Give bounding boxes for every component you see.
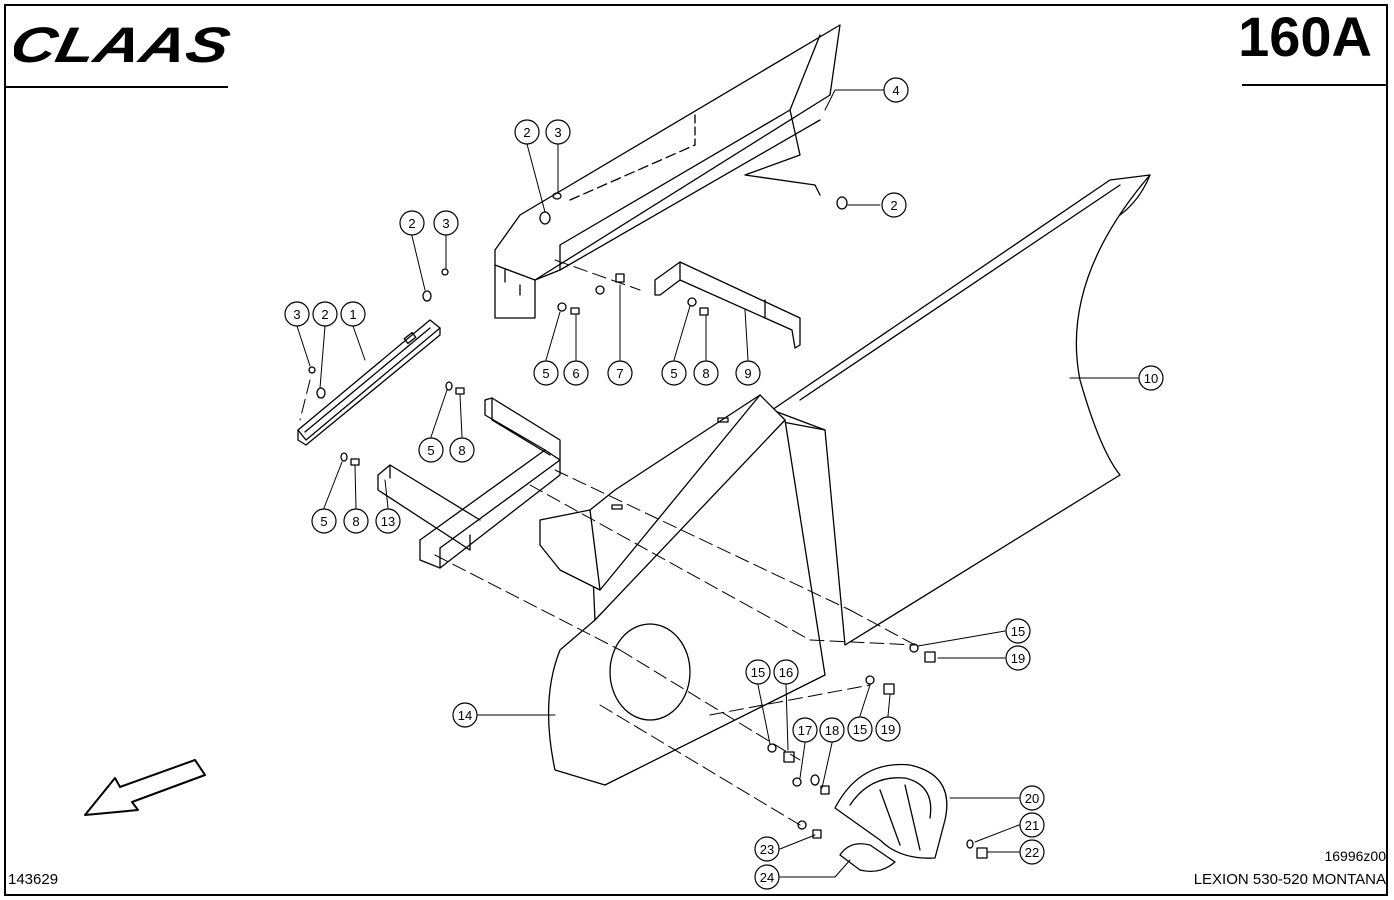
callout-3: 3 (284, 301, 310, 327)
callout-22: 22 (1019, 839, 1045, 865)
brand-logo: CLAAS (5, 17, 236, 73)
callout-8: 8 (449, 437, 475, 463)
svg-text:21: 21 (1025, 818, 1039, 833)
assembly-dashed-lines (299, 259, 916, 826)
svg-text:7: 7 (616, 366, 623, 381)
part-fan-housing-14 (539, 394, 826, 786)
svg-text:2: 2 (321, 307, 328, 322)
callout-4: 4 (883, 77, 909, 103)
svg-text:10: 10 (1144, 371, 1158, 386)
callout-15: 15 (847, 716, 873, 742)
callout-6: 6 (563, 360, 589, 386)
svg-text:15: 15 (1011, 624, 1025, 639)
svg-text:16: 16 (779, 665, 793, 680)
claas-logo-icon: CLAAS (5, 17, 236, 73)
svg-text:5: 5 (542, 366, 549, 381)
part-shroud-20 (834, 763, 948, 859)
callout-14: 14 (452, 702, 478, 728)
callout-2: 2 (514, 119, 540, 145)
part-bracket-1 (297, 319, 441, 446)
svg-text:13: 13 (381, 514, 395, 529)
svg-text:9: 9 (744, 366, 751, 381)
callout-16: 16 (773, 659, 799, 685)
svg-text:17: 17 (798, 723, 812, 738)
svg-text:24: 24 (760, 870, 774, 885)
part-bracket-13 (377, 464, 481, 551)
callout-leaders (296, 89, 1139, 878)
svg-text:4: 4 (892, 83, 899, 98)
svg-text:19: 19 (881, 722, 895, 737)
callout-3: 3 (545, 119, 571, 145)
part-mount-rail (419, 397, 561, 569)
drawing-number: 16996z00 (1324, 848, 1386, 864)
callout-19: 19 (1005, 645, 1031, 671)
svg-text:2: 2 (408, 216, 415, 231)
part-bracket-9 (654, 261, 801, 349)
svg-text:8: 8 (352, 514, 359, 529)
svg-text:3: 3 (442, 216, 449, 231)
callout-1: 1 (340, 301, 366, 327)
callout-2: 2 (312, 301, 338, 327)
callout-2: 2 (881, 192, 907, 218)
callout-5: 5 (533, 360, 559, 386)
svg-text:3: 3 (554, 125, 561, 140)
callout-8: 8 (693, 360, 719, 386)
callout-5: 5 (418, 437, 444, 463)
svg-text:8: 8 (458, 443, 465, 458)
svg-text:15: 15 (751, 665, 765, 680)
catalog-number: 143629 (8, 871, 59, 888)
callout-bubbles: 4 2 3 2 2 3 3 2 1 5 6 7 5 8 9 10 5 8 5 8… (284, 77, 1164, 890)
svg-text:15: 15 (853, 722, 867, 737)
callout-8: 8 (343, 508, 369, 534)
part-side-panel-10 (771, 174, 1151, 646)
drawing-frame (4, 4, 1388, 896)
svg-text:3: 3 (293, 307, 300, 322)
svg-text:22: 22 (1025, 845, 1039, 860)
svg-text:5: 5 (427, 443, 434, 458)
callout-7: 7 (607, 360, 633, 386)
logo-rule (4, 86, 228, 88)
callout-5: 5 (661, 360, 687, 386)
page-number-rule (1242, 84, 1388, 86)
callout-21: 21 (1019, 812, 1045, 838)
part-nozzle-24 (839, 843, 896, 873)
callout-24: 24 (754, 864, 780, 890)
part-duct-top (494, 24, 841, 319)
callout-18: 18 (819, 717, 845, 743)
callout-19: 19 (875, 716, 901, 742)
svg-text:18: 18 (825, 723, 839, 738)
brand-logo-text: CLAAS (14, 22, 236, 68)
svg-text:5: 5 (320, 514, 327, 529)
machine-model: LEXION 530-520 MONTANA (1193, 871, 1386, 888)
callout-5: 5 (311, 508, 337, 534)
callout-2: 2 (399, 210, 425, 236)
travel-direction-arrow-icon (84, 759, 206, 816)
callout-9: 9 (735, 360, 761, 386)
svg-text:14: 14 (458, 708, 472, 723)
callout-13: 13 (375, 508, 401, 534)
callout-15: 15 (745, 659, 771, 685)
svg-text:5: 5 (670, 366, 677, 381)
svg-text:20: 20 (1025, 791, 1039, 806)
callout-17: 17 (792, 717, 818, 743)
svg-text:23: 23 (760, 842, 774, 857)
callout-3: 3 (433, 210, 459, 236)
page-number: 160A (1238, 5, 1372, 68)
callout-20: 20 (1019, 785, 1045, 811)
callout-15: 15 (1005, 618, 1031, 644)
callout-23: 23 (754, 836, 780, 862)
svg-text:2: 2 (523, 125, 530, 140)
svg-text:19: 19 (1011, 651, 1025, 666)
hardware-fasteners (308, 192, 988, 859)
svg-text:2: 2 (890, 198, 897, 213)
svg-text:6: 6 (572, 366, 579, 381)
svg-text:8: 8 (702, 366, 709, 381)
callout-10: 10 (1138, 365, 1164, 391)
svg-text:1: 1 (349, 307, 356, 322)
